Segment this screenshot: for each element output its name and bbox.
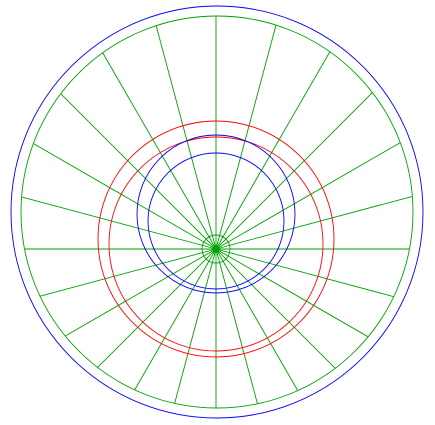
hub-circle	[201, 234, 231, 264]
spoke-line	[134, 248, 217, 391]
spoke-line	[65, 248, 217, 337]
inner-circles-group	[97, 120, 335, 358]
spoke-line	[215, 195, 413, 250]
spoke-line	[97, 248, 217, 368]
blue-inner-circle-outer	[136, 134, 296, 294]
blue-inner-circle-inner	[147, 152, 285, 290]
spoke-line	[215, 248, 336, 369]
spokes-group	[21, 16, 413, 408]
outer-green-circle	[20, 15, 414, 409]
spoke-line	[39, 248, 217, 297]
spoke-line	[102, 52, 217, 250]
red-outer-circle	[97, 120, 335, 358]
spoke-line	[21, 196, 217, 250]
spoke-line	[215, 248, 299, 391]
spoke-line	[215, 248, 369, 338]
spoke-line	[215, 51, 331, 250]
spoke-line	[215, 248, 258, 404]
spoke-line	[215, 142, 401, 250]
spoke-line	[174, 248, 217, 404]
outer-circle-group	[10, 5, 424, 419]
spoke-line	[215, 248, 394, 298]
spoke-line	[60, 93, 217, 250]
spoke-line	[215, 24, 277, 250]
red-inner-circle	[108, 136, 324, 352]
outer-blue-circle	[10, 5, 424, 419]
spoke-line	[33, 143, 217, 250]
spoke-line	[155, 25, 217, 250]
